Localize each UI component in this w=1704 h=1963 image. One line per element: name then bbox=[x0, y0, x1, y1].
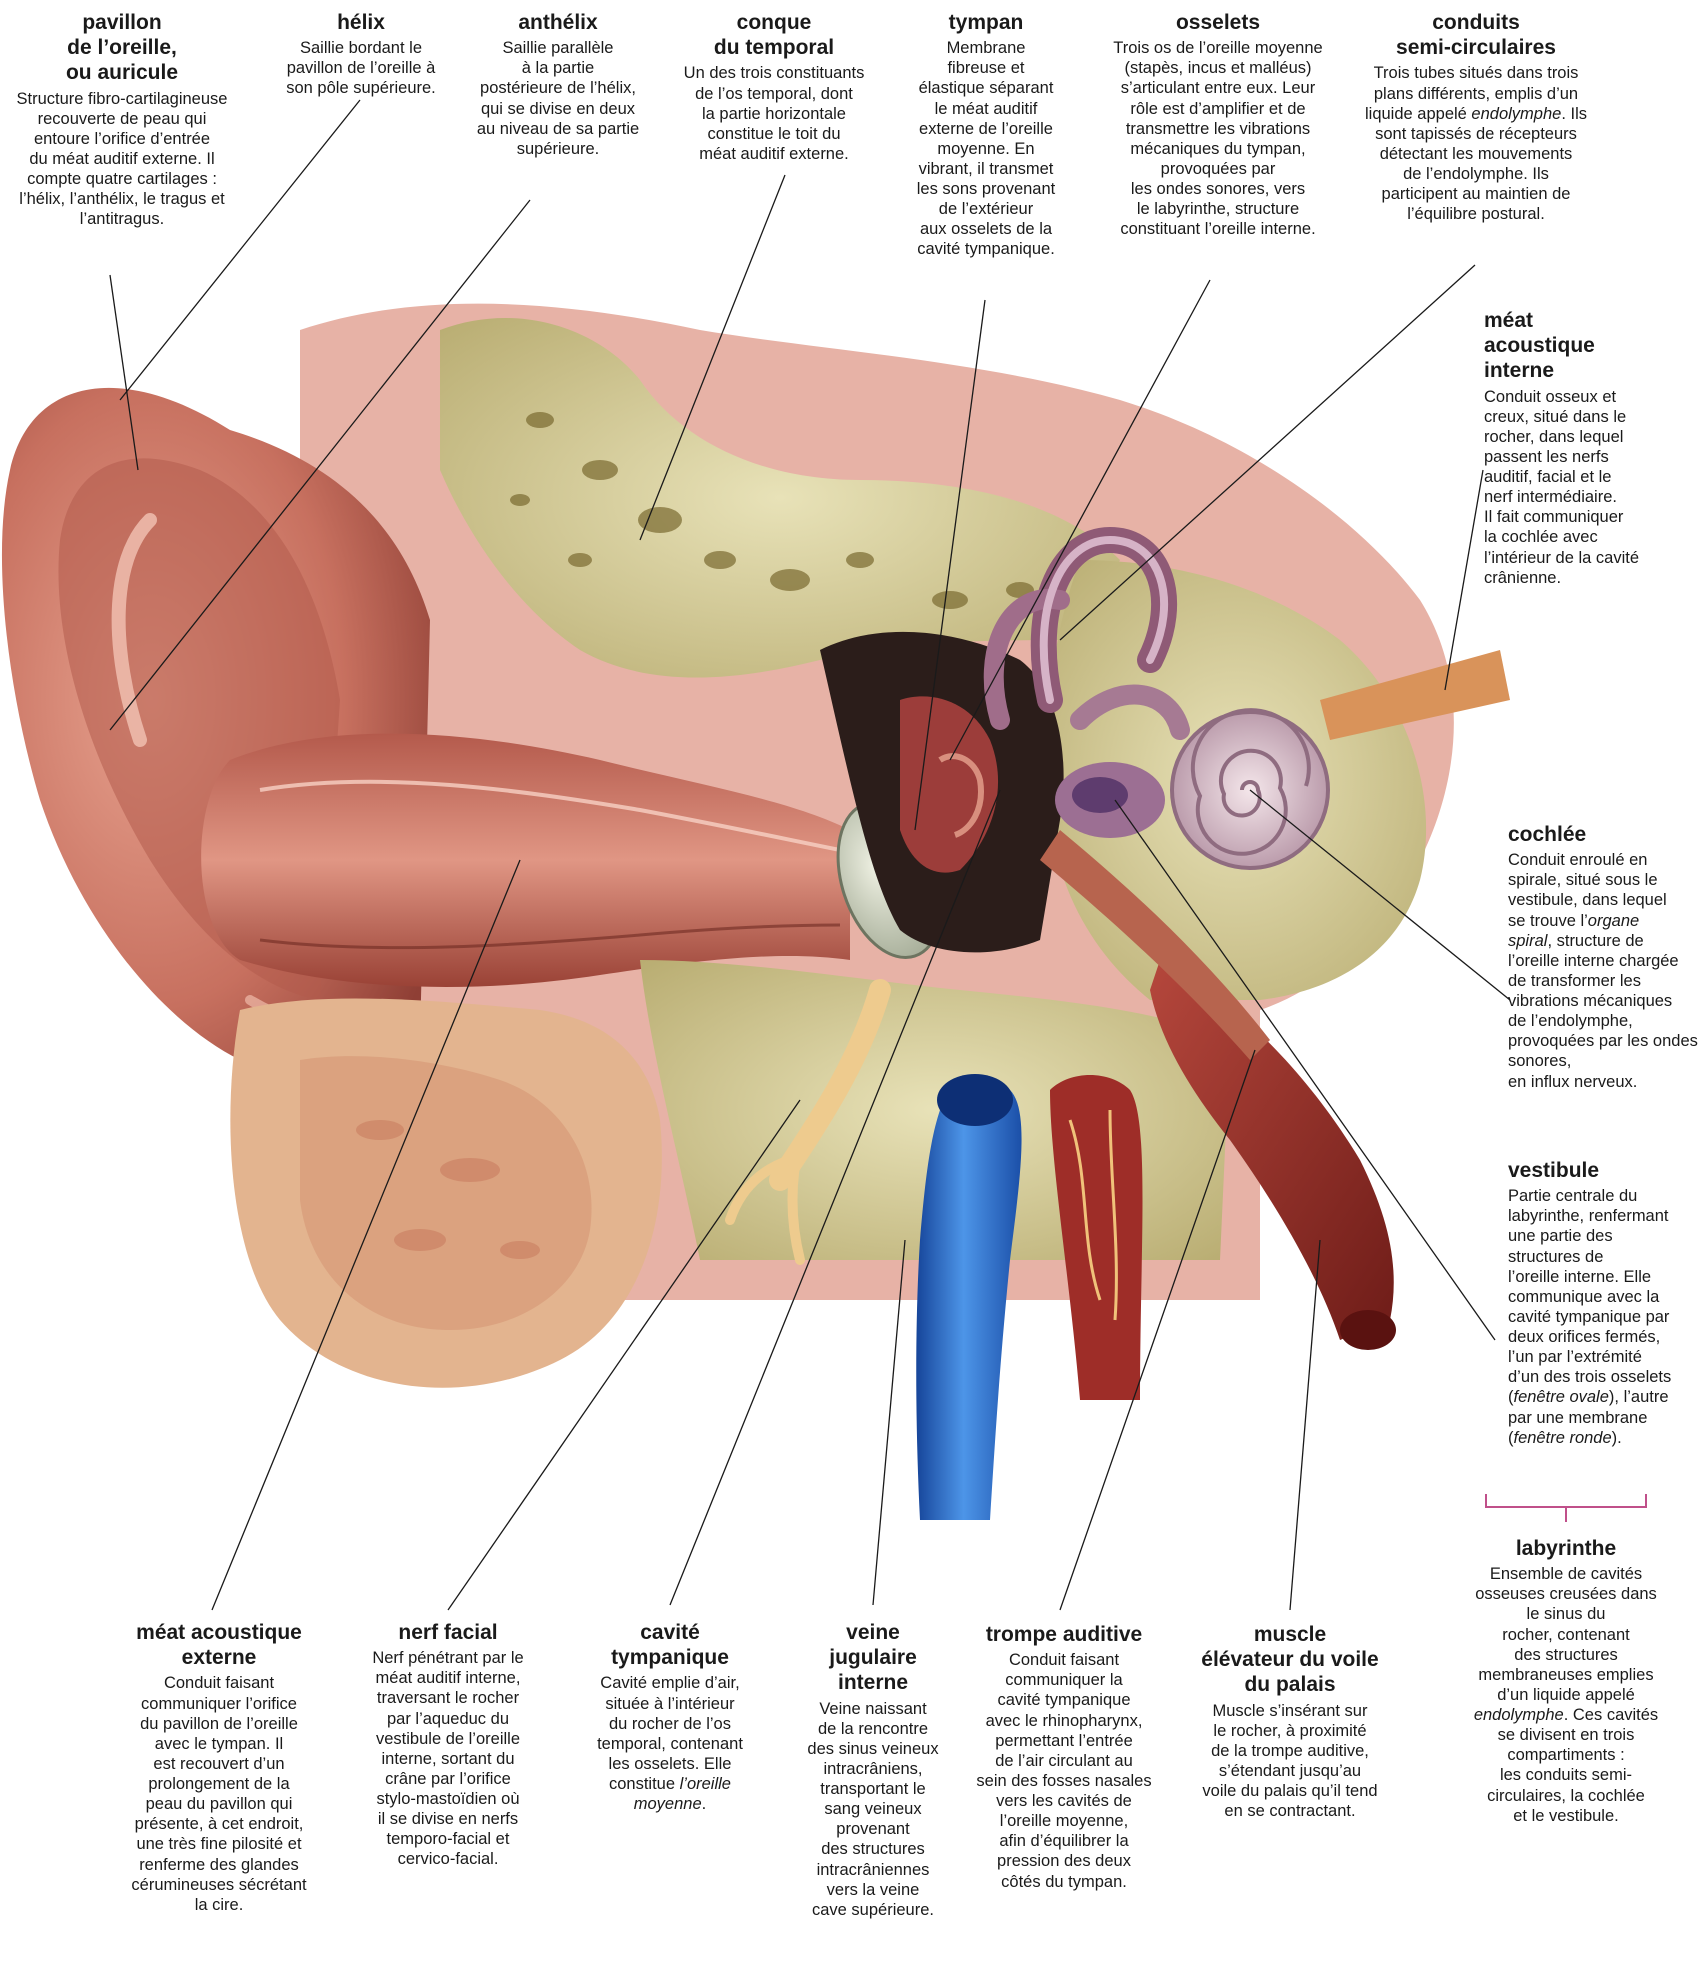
label-labyrinthe-title: labyrinthe bbox=[1456, 1536, 1676, 1561]
label-muscle-title: muscle élévateur du voile du palais bbox=[1178, 1622, 1402, 1698]
label-muscle: muscle élévateur du voile du palais Musc… bbox=[1178, 1622, 1402, 1821]
label-pavillon: pavillon de l’oreille, ou auricule Struc… bbox=[2, 10, 242, 229]
carotid-vessel-shape bbox=[1050, 1075, 1143, 1400]
label-tympan: tympan Membrane fibreuse et élastique sé… bbox=[896, 10, 1076, 260]
label-osselets-text: Trois os de l’oreille moyenne (stapès, i… bbox=[1098, 38, 1338, 239]
label-meat-externe-title: méat acoustique externe bbox=[110, 1620, 328, 1670]
parotid-region bbox=[230, 998, 662, 1387]
label-cochlee-text: Conduit enroulé en spirale, situé sous l… bbox=[1508, 850, 1704, 1092]
label-cavite-text: Cavité emplie d’air, située à l’intérieu… bbox=[574, 1673, 766, 1814]
label-trompe-text: Conduit faisant communiquer la cavité ty… bbox=[964, 1650, 1164, 1892]
label-conduits-title: conduits semi-circulaires bbox=[1356, 10, 1596, 60]
label-meat-interne-text: Conduit osseux et creux, situé dans le r… bbox=[1484, 387, 1694, 588]
label-labyrinthe: labyrinthe Ensemble de cavités osseuses … bbox=[1456, 1536, 1676, 1826]
cochlea-shape bbox=[1172, 710, 1328, 868]
label-veine-text: Veine naissant de la rencontre des sinus… bbox=[788, 1699, 958, 1920]
label-pavillon-title: pavillon de l’oreille, ou auricule bbox=[2, 10, 242, 86]
label-cochlee: cochlée Conduit enroulé en spirale, situ… bbox=[1508, 822, 1704, 1092]
label-vestibule: vestibule Partie centrale du labyrinthe,… bbox=[1508, 1158, 1704, 1448]
label-nerf-facial-text: Nerf pénétrant par le méat auditif inter… bbox=[348, 1648, 548, 1869]
label-vestibule-text: Partie centrale du labyrinthe, renferman… bbox=[1508, 1186, 1704, 1448]
label-helix-text: Saillie bordant le pavillon de l’oreille… bbox=[268, 38, 454, 98]
label-helix: hélix Saillie bordant le pavillon de l’o… bbox=[268, 10, 454, 99]
vestibule-shape bbox=[1055, 762, 1165, 838]
label-nerf-facial: nerf facial Nerf pénétrant par le méat a… bbox=[348, 1620, 548, 1870]
label-nerf-facial-title: nerf facial bbox=[348, 1620, 548, 1645]
label-cavite: cavité tympanique Cavité emplie d’air, s… bbox=[574, 1620, 766, 1814]
label-helix-title: hélix bbox=[268, 10, 454, 35]
label-veine: veine jugulaire interne Veine naissant d… bbox=[788, 1620, 958, 1920]
label-trompe: trompe auditive Conduit faisant communiq… bbox=[964, 1622, 1164, 1892]
label-meat-externe: méat acoustique externe Conduit faisant … bbox=[110, 1620, 328, 1915]
label-anthelix: anthélix Saillie parallèle à la partie p… bbox=[460, 10, 656, 159]
label-anthelix-title: anthélix bbox=[460, 10, 656, 35]
jugular-vein-shape bbox=[916, 1074, 1021, 1520]
label-tympan-title: tympan bbox=[896, 10, 1076, 35]
label-cavite-title: cavité tympanique bbox=[574, 1620, 766, 1670]
label-muscle-text: Muscle s’insérant sur le rocher, à proxi… bbox=[1178, 1701, 1402, 1822]
label-tympan-text: Membrane fibreuse et élastique séparant … bbox=[896, 38, 1076, 259]
label-conduits-text: Trois tubes situés dans trois plans diff… bbox=[1356, 63, 1596, 224]
label-meat-interne: méat acoustique interne Conduit osseux e… bbox=[1484, 308, 1694, 588]
label-pavillon-text: Structure fibro-cartilagineuse recouvert… bbox=[2, 89, 242, 230]
leader-muscle bbox=[1290, 1240, 1320, 1610]
label-conque-title: conque du temporal bbox=[668, 10, 880, 60]
label-meat-interne-title: méat acoustique interne bbox=[1484, 308, 1694, 384]
label-conque: conque du temporal Un des trois constitu… bbox=[668, 10, 880, 164]
labyrinthe-bracket bbox=[1486, 1494, 1646, 1522]
label-conduits: conduits semi-circulaires Trois tubes si… bbox=[1356, 10, 1596, 224]
label-conque-text: Un des trois constituants de l’os tempor… bbox=[668, 63, 880, 164]
label-labyrinthe-text: Ensemble de cavités osseuses creusées da… bbox=[1456, 1564, 1676, 1826]
label-meat-externe-text: Conduit faisant communiquer l’orifice du… bbox=[110, 1673, 328, 1915]
label-osselets-title: osselets bbox=[1098, 10, 1338, 35]
label-anthelix-text: Saillie parallèle à la partie postérieur… bbox=[460, 38, 656, 159]
label-trompe-title: trompe auditive bbox=[964, 1622, 1164, 1647]
label-osselets: osselets Trois os de l’oreille moyenne (… bbox=[1098, 10, 1338, 239]
label-veine-title: veine jugulaire interne bbox=[788, 1620, 958, 1696]
label-cochlee-title: cochlée bbox=[1508, 822, 1704, 847]
label-vestibule-title: vestibule bbox=[1508, 1158, 1704, 1183]
